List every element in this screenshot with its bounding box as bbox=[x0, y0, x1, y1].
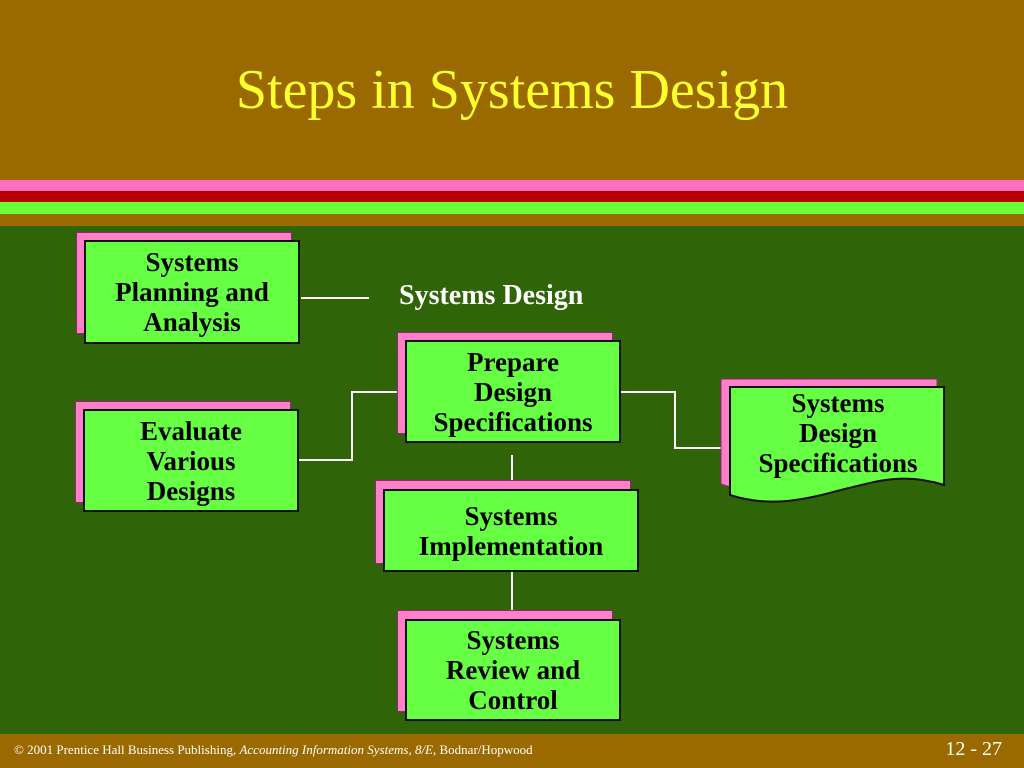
implementation-text: Systems Implementation bbox=[418, 500, 604, 561]
slide-header bbox=[0, 0, 1024, 180]
stripe-brown bbox=[0, 214, 1024, 226]
page-number: 12 - 27 bbox=[945, 738, 1002, 760]
prepare-specs-box: Prepare Design Specifications bbox=[405, 340, 621, 443]
design-specs-label: Systems Design Specifications bbox=[729, 386, 947, 480]
planning-analysis-text: Systems Planning and Analysis bbox=[115, 247, 269, 337]
prepare-specs-text: Prepare Design Specifications bbox=[433, 346, 593, 437]
design-specs-document bbox=[729, 386, 945, 503]
connector-implementation-to-review bbox=[511, 572, 513, 620]
connector-prepare-out bbox=[619, 391, 675, 393]
slide-footer bbox=[0, 734, 1024, 768]
connector-vertical-right bbox=[674, 391, 676, 449]
evaluate-designs-text: Evaluate Various Designs bbox=[139, 415, 242, 506]
systems-design-label: Systems Design bbox=[399, 280, 584, 311]
design-specs-text: Systems Design Specifications bbox=[758, 388, 918, 478]
connector-planning-to-label bbox=[301, 297, 369, 299]
stripe-pink bbox=[0, 180, 1024, 191]
review-control-text: Systems Review and Control bbox=[445, 625, 581, 715]
planning-analysis-box: Systems Planning and Analysis bbox=[84, 240, 300, 344]
connector-prepare-to-implementation bbox=[511, 455, 513, 489]
copyright-prefix: © 2001 Prentice Hall Business Publishing… bbox=[14, 742, 240, 757]
stripe-red bbox=[0, 191, 1024, 202]
evaluate-designs-box: Evaluate Various Designs bbox=[83, 409, 299, 512]
connector-to-prepare bbox=[351, 391, 407, 393]
book-title: Accounting Information Systems, 8/E bbox=[239, 742, 433, 757]
review-control-box: Systems Review and Control bbox=[405, 619, 621, 721]
connector-vertical-left bbox=[351, 391, 353, 461]
connector-evaluate-out bbox=[299, 459, 352, 461]
implementation-box: Systems Implementation bbox=[383, 489, 639, 572]
connector-to-design-specs bbox=[674, 447, 732, 449]
slide-title: Steps in Systems Design bbox=[235, 59, 789, 121]
stripe-green bbox=[0, 202, 1024, 214]
authors: , Bodnar/Hopwood bbox=[433, 742, 533, 757]
copyright-notice: © 2001 Prentice Hall Business Publishing… bbox=[14, 742, 533, 758]
